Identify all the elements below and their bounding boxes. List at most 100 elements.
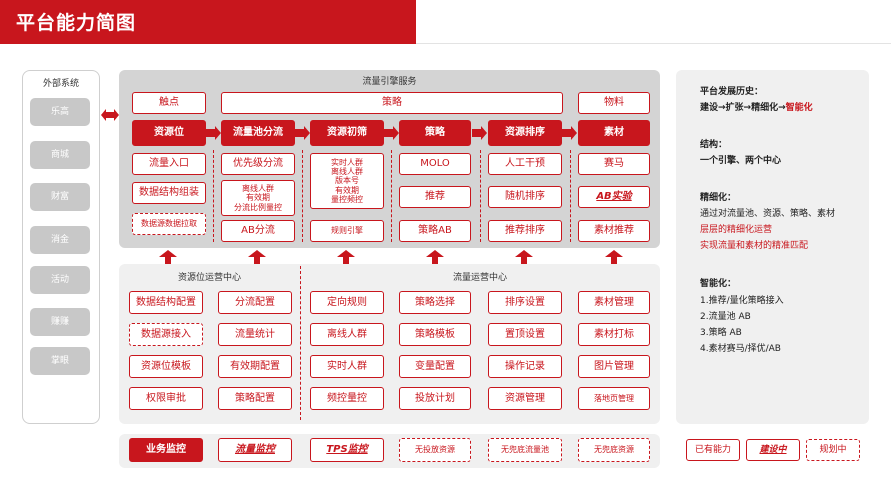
col4-molo: MOLO bbox=[399, 153, 471, 175]
ops-variable-config: 变量配置 bbox=[399, 355, 471, 378]
col4-recommend: 推荐 bbox=[399, 186, 471, 208]
ops-operation-log: 操作记录 bbox=[488, 355, 562, 378]
ops-data-structure-config: 数据结构配置 bbox=[129, 291, 203, 314]
smart-item-2: 2.流量池 AB bbox=[700, 312, 751, 322]
ops-offline-crowd: 离线人群 bbox=[310, 323, 384, 346]
history-line: 建设→扩张→精细化→智能化 bbox=[700, 103, 813, 113]
refine-line-2: 层层的精细化运营 bbox=[700, 225, 773, 235]
ops-data-source-access: 数据源接入 bbox=[129, 323, 203, 346]
external-item-consumer-finance: 消金 bbox=[30, 226, 90, 254]
no-delivery-resource: 无投放资源 bbox=[399, 438, 471, 462]
ops-resource-manage: 资源管理 bbox=[488, 387, 562, 410]
external-item-activity: 活动 bbox=[30, 266, 90, 294]
refine-line-1: 通过对流量池、资源、策略、素材 bbox=[700, 209, 836, 219]
legend-in-progress: 建设中 bbox=[746, 439, 800, 461]
structure-line: 一个引擎、两个中心 bbox=[700, 156, 782, 166]
resource-slot-ops-title: 资源位运营中心 bbox=[177, 273, 241, 283]
engine-strategy-box: 策略 bbox=[221, 92, 563, 114]
arrow-up-icon bbox=[515, 250, 533, 264]
engine-touch-box: 触点 bbox=[132, 92, 206, 114]
col1-data-assembly: 数据结构组装 bbox=[132, 182, 206, 204]
chevron-right-icon bbox=[384, 126, 399, 140]
arrow-up-icon bbox=[426, 250, 444, 264]
traffic-engine-title: 流量引擎服务 bbox=[362, 77, 417, 87]
column-divider bbox=[302, 150, 303, 242]
ops-traffic-stats: 流量统计 bbox=[218, 323, 292, 346]
arrow-up-icon bbox=[605, 250, 623, 264]
refine-line-3: 实现流量和素材的精准匹配 bbox=[700, 241, 809, 251]
ops-image-manage: 图片管理 bbox=[578, 355, 650, 378]
main-material: 素材 bbox=[578, 120, 650, 146]
col2-offline-crowd-box: 离线人群 有效期 分流比例量控 bbox=[221, 180, 295, 216]
chevron-right-icon bbox=[562, 126, 577, 140]
structure-heading: 结构： bbox=[700, 140, 728, 150]
column-divider bbox=[213, 150, 214, 242]
ops-slot-template: 资源位模板 bbox=[129, 355, 203, 378]
col6-material-recommend: 素材推荐 bbox=[578, 220, 650, 242]
ops-material-tagging: 素材打标 bbox=[578, 323, 650, 346]
main-pool-split: 流量池分流 bbox=[221, 120, 295, 146]
refine-heading: 精细化： bbox=[700, 193, 737, 203]
external-item-wealth: 财富 bbox=[30, 183, 90, 211]
column-divider bbox=[480, 150, 481, 242]
title-bar: 平台能力简图 bbox=[0, 0, 416, 44]
col5-manual-intervention: 人工干预 bbox=[488, 153, 562, 175]
arrow-up-icon bbox=[248, 250, 266, 264]
no-fallback-traffic-pool: 无兜底流量池 bbox=[488, 438, 562, 462]
monitoring-bar bbox=[119, 434, 660, 468]
ops-strategy-template: 策略模板 bbox=[399, 323, 471, 346]
col4-strategy-ab: 策略AB bbox=[399, 220, 471, 242]
col5-random-sort: 随机排序 bbox=[488, 186, 562, 208]
main-resource-slot: 资源位 bbox=[132, 120, 206, 146]
tps-monitor: TPS监控 bbox=[310, 438, 384, 462]
arrow-up-icon bbox=[337, 250, 355, 264]
main-resource-screen: 资源初筛 bbox=[310, 120, 384, 146]
external-item-mall: 商城 bbox=[30, 141, 90, 169]
chevron-right-icon bbox=[472, 126, 487, 140]
arrow-up-icon bbox=[159, 250, 177, 264]
legend-existing: 已有能力 bbox=[686, 439, 740, 461]
chevron-right-icon bbox=[206, 126, 221, 140]
ops-sort-settings: 排序设置 bbox=[488, 291, 562, 314]
external-item-zhangyan: 掌眼 bbox=[30, 347, 90, 375]
traffic-monitor: 流量监控 bbox=[218, 438, 292, 462]
col1-data-source-pull: 数据源数据拉取 bbox=[132, 213, 206, 235]
col3-rule-engine: 规则引擎 bbox=[310, 220, 384, 242]
smart-heading: 智能化： bbox=[700, 279, 737, 289]
ops-strategy-config: 策略配置 bbox=[218, 387, 292, 410]
title-divider bbox=[416, 0, 891, 44]
col3-crowd-version-box: 实时人群 离线人群 版本号 有效期 量控频控 bbox=[310, 153, 384, 209]
ops-pin-settings: 置顶设置 bbox=[488, 323, 562, 346]
col2-ab-split: AB分流 bbox=[221, 220, 295, 242]
traffic-ops-title: 流量运营中心 bbox=[452, 273, 507, 283]
business-monitor: 业务监控 bbox=[129, 438, 203, 462]
ops-realtime-crowd: 实时人群 bbox=[310, 355, 384, 378]
ops-landing-page-manage: 落地页管理 bbox=[578, 387, 650, 410]
legend-planned: 规划中 bbox=[806, 439, 860, 461]
ops-permission-approval: 权限审批 bbox=[129, 387, 203, 410]
side-notes-panel bbox=[676, 70, 869, 424]
external-item-zhuanzhuan: 赚赚 bbox=[30, 308, 90, 336]
ops-strategy-select: 策略选择 bbox=[399, 291, 471, 314]
history-heading: 平台发展历史： bbox=[700, 87, 764, 97]
ops-targeting-rule: 定向规则 bbox=[310, 291, 384, 314]
ops-validity-config: 有效期配置 bbox=[218, 355, 292, 378]
ops-split-config: 分流配置 bbox=[218, 291, 292, 314]
external-item-lego: 乐高 bbox=[30, 98, 90, 126]
chevron-right-icon bbox=[295, 126, 310, 140]
smart-item-4: 4.素材赛马/择优/AB bbox=[700, 344, 781, 354]
col5-recommend-sort: 推荐排序 bbox=[488, 220, 562, 242]
page-title: 平台能力简图 bbox=[16, 12, 137, 34]
column-divider bbox=[570, 150, 571, 242]
external-systems-title: 外部系统 bbox=[42, 79, 79, 89]
col6-horse-race: 赛马 bbox=[578, 153, 650, 175]
col1-traffic-entry: 流量入口 bbox=[132, 153, 206, 175]
main-strategy: 策略 bbox=[399, 120, 471, 146]
ops-delivery-plan: 投放计划 bbox=[399, 387, 471, 410]
ops-frequency-volume-control: 频控量控 bbox=[310, 387, 384, 410]
operations-panel bbox=[119, 264, 660, 424]
engine-material-box: 物料 bbox=[578, 92, 650, 114]
bidirectional-arrow-icon bbox=[101, 109, 119, 121]
col6-ab-experiment: AB实验 bbox=[578, 186, 650, 208]
smart-item-3: 3.策略 AB bbox=[700, 328, 742, 338]
